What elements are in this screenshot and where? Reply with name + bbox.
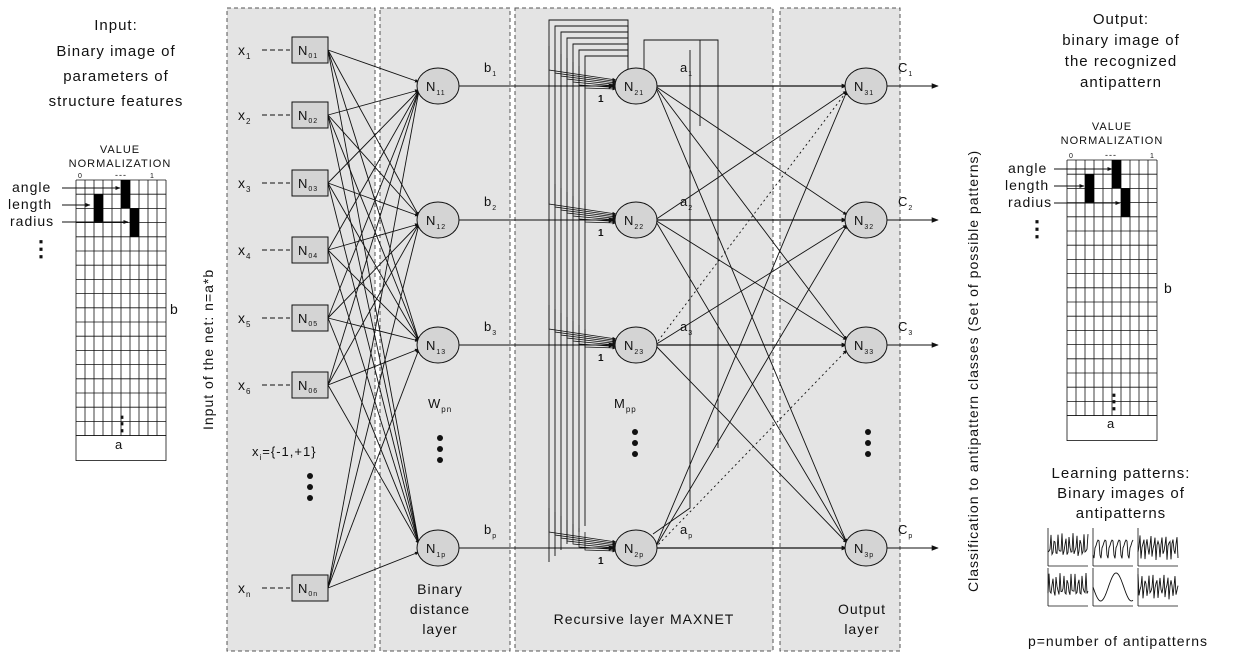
output-layer-label-1: Output [838,601,886,617]
layer3-neuron [845,327,887,363]
layer3-neuron [845,202,887,238]
binary-layer-label-1: Binary [417,581,463,597]
grid-mark-cell [94,194,103,222]
layer2-neuron [615,327,657,363]
learning-title-3: antipatterns [1076,505,1166,522]
grid-mark-cell [121,180,130,208]
input-title-2: Binary image of [56,43,175,60]
input-title-3: parameters of [63,68,169,85]
layer1-neuron [417,202,459,238]
input-param-length: length [8,196,52,212]
output-layer-label-2: layer [844,621,879,637]
antipattern-waveform [1093,540,1133,558]
classification-label: Classification to antipattern classes (S… [965,150,981,592]
learning-title-1: Learning patterns: [1052,465,1191,482]
antipattern-waveform [1048,573,1088,596]
input-grid-dots: ⋮ [112,413,133,435]
output-param-radius: radius [1008,194,1052,210]
input-grid-b-label: b [170,301,179,317]
antipattern-waveform [1138,574,1178,599]
input-grid-title-1: VALUE [100,144,140,156]
output-scale-max: 1 [1150,153,1155,160]
layer2-dot [632,429,638,435]
input-param-dots: ⋮ [30,236,53,261]
input-dot [307,495,313,501]
output-title-4: antipattern [1080,74,1162,91]
output-scale-mid: --- [1105,150,1117,160]
learning-title-2: Binary images of [1057,485,1185,502]
output-grid-b-label: b [1164,280,1173,296]
layer3-output-label: Cp [898,522,913,540]
input-grid-a-label: a [115,437,123,452]
layer2-dot [632,440,638,446]
output-param-length: length [1005,177,1049,193]
layer2-neuron [615,68,657,104]
input-param-radius: radius [10,213,54,229]
output-param-dots: ⋮ [1026,216,1049,241]
layer1-neuron [417,327,459,363]
layer3-output-label: C1 [898,60,913,78]
input-title-1: Input: [94,17,138,34]
grid-mark-cell [1085,174,1094,202]
antipattern-thumbnails [1048,528,1178,606]
layer3-neuron [845,68,887,104]
output-grid-title-2: NORMALIZATION [1061,135,1164,147]
bias-one-label: 1 [598,94,605,105]
input-grid-title-2: NORMALIZATION [69,158,172,170]
input-panel: Input: Binary image of parameters of str… [8,17,183,461]
antipattern-waveform [1138,535,1178,560]
layer1-neuron [417,68,459,104]
binary-layer-label-2: distance [410,601,470,617]
input-dot [307,484,313,490]
output-grid-title-1: VALUE [1092,121,1132,133]
input-scale-min: 0 [78,173,83,180]
maxnet-layer-label: Recursive layer MAXNET [554,611,735,627]
output-scale-min: 0 [1069,153,1074,160]
input-scale-mid: --- [115,170,127,180]
input-dot [307,473,313,479]
learning-footnote: p=number of antipatterns [1028,633,1208,649]
bias-one-label: 1 [598,556,605,567]
grid-mark-cell [130,208,139,236]
layer1-neuron [417,530,459,566]
input-title-4: structure features [49,93,184,110]
input-scale-max: 1 [150,173,155,180]
net-input-label: Input of the net: n=a*b [200,269,216,430]
antipattern-waveform [1048,533,1088,556]
layer2-dot [632,451,638,457]
layer2-neuron [615,530,657,566]
layer3-dot [865,429,871,435]
bias-one-label: 1 [598,228,605,239]
output-panel: Output: binary image of the recognized a… [1005,11,1180,441]
output-title-2: binary image of [1062,32,1180,49]
layer3-dot [865,451,871,457]
learning-patterns: Learning patterns: Binary images of anti… [1028,465,1208,649]
layer2-neuron [615,202,657,238]
antipattern-waveform [1093,573,1133,601]
output-param-angle: angle [1008,160,1047,176]
input-param-angle: angle [12,179,51,195]
grid-mark-cell [1112,160,1121,188]
layer3-output-label: C3 [898,319,913,337]
grid-mark-cell [1121,188,1130,216]
layer3-dot [865,440,871,446]
layer1-dot [437,457,443,463]
output-title-3: the recognized [1065,53,1177,70]
layer1-dot [437,446,443,452]
output-grid-a-label: a [1107,416,1115,431]
output-title-1: Output: [1093,11,1149,28]
layer3-neuron [845,530,887,566]
layer3-output-label: C2 [898,194,913,212]
output-grid-dots: ⋮ [1104,391,1125,413]
binary-layer-label-3: layer [422,621,457,637]
bias-one-label: 1 [598,353,605,364]
layer1-dot [437,435,443,441]
